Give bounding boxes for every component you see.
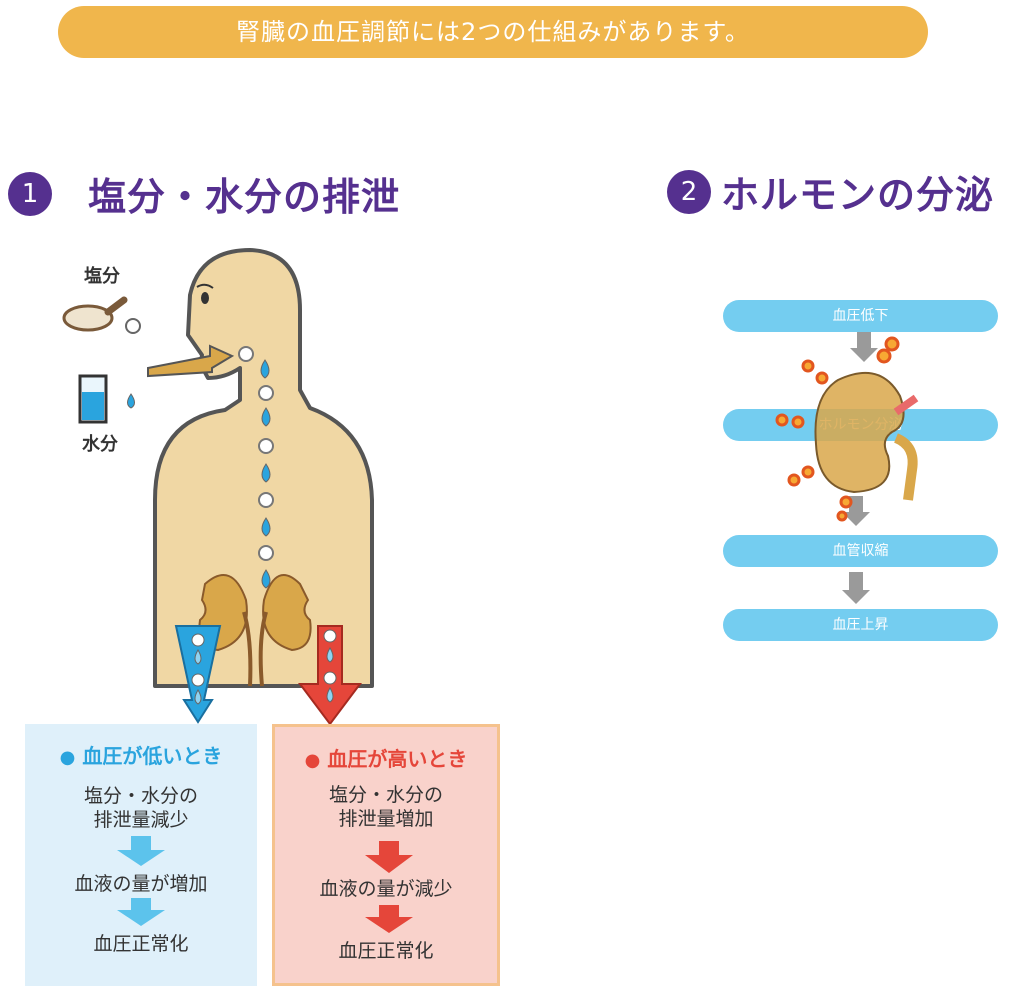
high-pressure-step3: 血圧正常化	[338, 940, 434, 962]
high-pressure-line2: 排泄量増加	[338, 808, 434, 830]
high-pressure-step2: 血液の量が減少	[319, 878, 453, 900]
flow-step-blood-pressure-drop: 血圧低下	[723, 300, 998, 332]
droplet-column	[238, 346, 274, 589]
flow-step-hormone-secretion: ホルモン分泌	[723, 409, 998, 441]
high-flow-arrows	[365, 841, 413, 933]
banner: 腎臓の血圧調節には2つの仕組みがあります。	[58, 6, 928, 58]
section1-number: 1	[8, 171, 52, 216]
section2-number: 2	[667, 169, 711, 214]
low-pressure-step3: 血圧正常化	[93, 933, 189, 955]
low-flow-arrows	[117, 836, 165, 926]
section2-title: ホルモンの分泌	[721, 173, 995, 217]
flow-step-vasoconstriction: 血管収縮	[723, 535, 998, 567]
high-pressure-line1: 塩分・水分の	[328, 784, 443, 806]
section2-heading: 2 ホルモンの分泌	[667, 164, 994, 219]
low-pressure-line2: 排泄量減少	[93, 809, 189, 831]
high-pressure-box: ● 血圧が高いとき 塩分・水分の 排泄量増加 血液の量が減少 血圧正常化	[272, 724, 500, 986]
section1-heading: 1 塩分・水分の排泄	[8, 166, 400, 221]
salt-spoon	[62, 304, 114, 332]
low-pressure-box: ● 血圧が低いとき 塩分・水分の 排泄量減少 血液の量が増加 血圧正常化	[25, 724, 257, 986]
low-pressure-line1: 塩分・水分の	[83, 785, 198, 807]
low-pressure-title: ● 血圧が低いとき	[59, 744, 223, 768]
flow-step-blood-pressure-rise: 血圧上昇	[723, 609, 998, 641]
water-label: 水分	[82, 434, 118, 455]
high-pressure-title: ● 血圧が高いとき	[304, 747, 468, 771]
low-pressure-step2: 血液の量が増加	[74, 873, 208, 895]
section1-title: 塩分・水分の排泄	[88, 175, 401, 219]
salt-label: 塩分	[84, 266, 120, 287]
